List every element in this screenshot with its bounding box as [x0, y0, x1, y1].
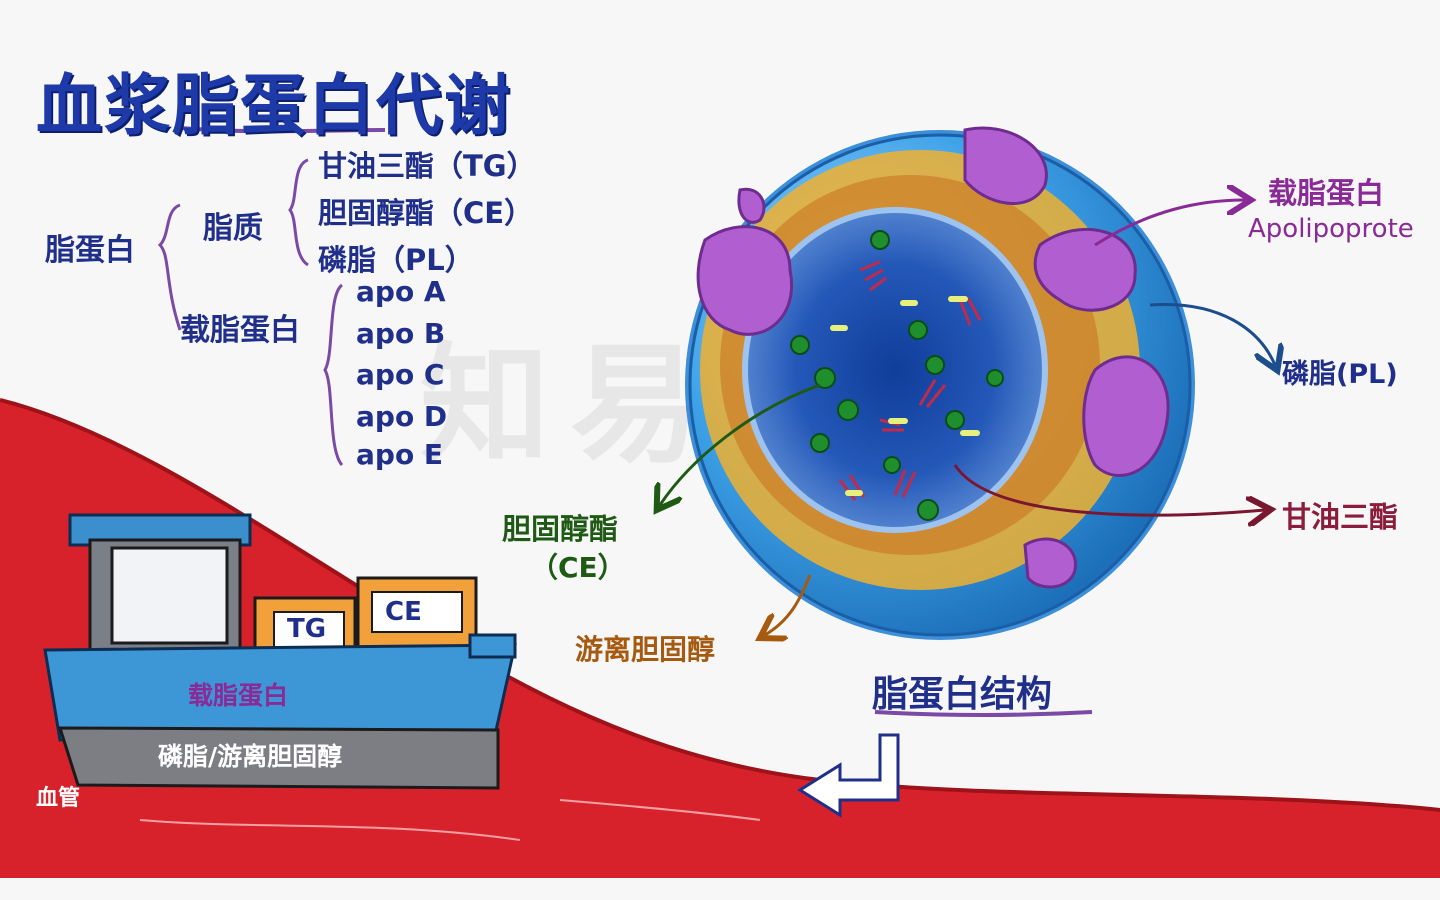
apo-item-d: apo D [356, 400, 448, 433]
structure-caption: 脂蛋白结构 [872, 674, 1053, 715]
label-free-cholesterol: 游离胆固醇 [575, 633, 716, 666]
arrow-triglyceride [953, 464, 1265, 515]
bracket-root [157, 203, 182, 331]
cargo-tg: TG [287, 614, 327, 644]
ship [43, 513, 517, 790]
cargo-ce: CE [385, 597, 422, 627]
page-title: 血浆脂蛋白代谢 [36, 67, 512, 144]
apo-item-c: apo C [356, 358, 445, 391]
label-apolipoprotein-en: Apolipoprote [1248, 214, 1414, 244]
apo-item-b: apo B [356, 317, 446, 350]
title-underline [179, 126, 386, 134]
apo-item-e: apo E [356, 438, 444, 471]
arrow-cholesteryl-ester [660, 383, 821, 505]
label-phospholipid: 磷脂(PL) [1282, 359, 1398, 390]
label-cholesteryl-ester-abbr: （CE） [530, 551, 626, 584]
lipid-item-ce: 胆固醇酯（CE） [318, 196, 534, 230]
label-triglyceride: 甘油三酯 [1282, 500, 1399, 534]
ship-hull-label: 载脂蛋白 [188, 681, 289, 710]
tree-root: 脂蛋白 [45, 233, 135, 268]
lipoprotein-particle [685, 126, 1195, 640]
bracket-apo [323, 283, 344, 467]
caption-underline [874, 710, 1093, 717]
bracket-lipid [288, 158, 309, 267]
apo-item-a: apo A [356, 275, 446, 308]
vessel-label: 血管 [36, 786, 81, 811]
lipid-item-pl: 磷脂（PL） [318, 243, 474, 277]
return-arrow [797, 733, 900, 818]
arrow-phospholipid [1149, 302, 1275, 365]
arrow-apolipoprotein [1094, 200, 1245, 247]
lipid-item-tg: 甘油三酯（TG） [318, 149, 536, 183]
label-cholesteryl-ester: 胆固醇酯 [502, 512, 619, 546]
tree-apolipoprotein: 载脂蛋白 [180, 313, 300, 348]
ship-band-label: 磷脂/游离胆固醇 [158, 742, 343, 771]
tree-lipid: 脂质 [203, 211, 263, 246]
label-apolipoprotein-cn: 载脂蛋白 [1268, 176, 1385, 210]
arrow-free-cholesterol [765, 574, 812, 635]
watermark: 知易 [420, 329, 721, 481]
